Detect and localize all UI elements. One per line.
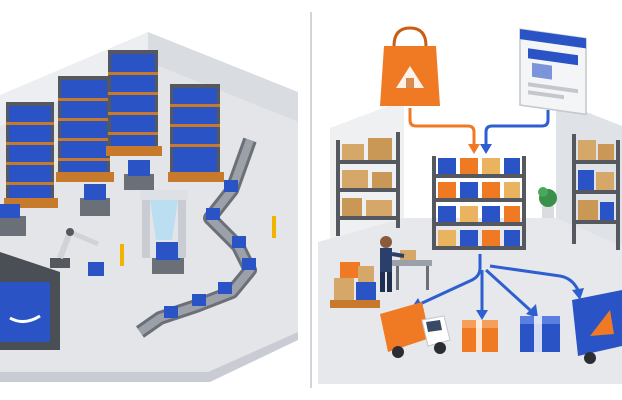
package <box>192 294 206 306</box>
blue-delivery-truck <box>0 282 50 342</box>
packing-table <box>392 250 432 290</box>
package <box>164 306 178 318</box>
storage-rack <box>56 76 114 182</box>
package <box>232 236 246 248</box>
package <box>242 258 256 270</box>
package <box>218 282 232 294</box>
right-fulfillment-warehouse <box>318 26 622 384</box>
floor-edge <box>0 332 298 382</box>
safety-bollard <box>120 244 124 266</box>
blue-delivery-truck <box>572 290 622 364</box>
package <box>206 208 220 220</box>
arrow-head <box>468 144 480 154</box>
storage-shelf <box>572 134 620 250</box>
box-pallet <box>330 262 380 308</box>
mobile-robot <box>80 184 110 216</box>
package <box>88 262 104 276</box>
mobile-robot <box>124 160 154 190</box>
parcel-box <box>520 316 560 352</box>
order-flow-arrow <box>408 108 476 146</box>
left-robotic-warehouse <box>0 32 298 382</box>
scanning-gantry <box>140 190 188 258</box>
order-flow-arrow <box>484 110 550 146</box>
shipping-flow-arrow <box>489 264 580 291</box>
robotic-arm <box>50 228 99 268</box>
potted-plant <box>538 187 557 218</box>
arrow-head <box>476 310 488 320</box>
shopping-bag-icon <box>380 26 440 106</box>
storage-rack <box>106 50 162 156</box>
parcel-box <box>462 320 498 352</box>
safety-bollard <box>272 216 276 238</box>
package <box>224 180 238 192</box>
arrow-head <box>526 304 538 318</box>
mobile-robot <box>0 204 26 236</box>
warehouse-worker <box>380 236 405 292</box>
storage-rack <box>4 102 58 208</box>
orange-delivery-truck <box>380 302 451 358</box>
storage-shelf <box>336 132 400 236</box>
shipping-flow-arrow <box>419 254 482 306</box>
online-store-window-icon <box>519 28 587 116</box>
arrow-head <box>480 144 492 154</box>
arrow-head <box>572 288 584 300</box>
storage-rack <box>168 84 224 182</box>
product-shelf <box>432 156 526 250</box>
shipping-flow-arrow <box>484 268 532 312</box>
mobile-robot <box>152 242 184 274</box>
right-back-wall <box>148 32 298 122</box>
